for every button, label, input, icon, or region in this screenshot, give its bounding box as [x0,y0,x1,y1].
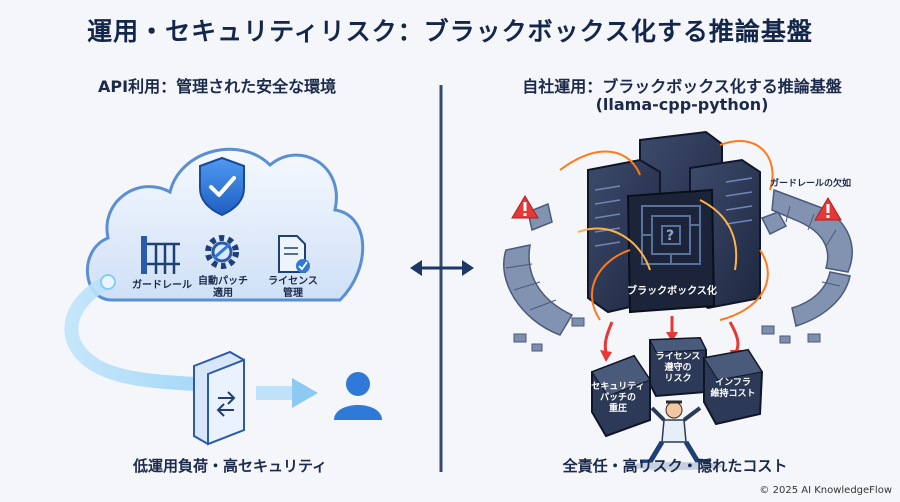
svg-text:?: ? [666,228,674,244]
right-heading: 自社運用：ブラックボックス化する推論基盤 [522,77,842,96]
document-check-icon [278,235,310,273]
burden-label-license: ライセンス 遵守の リスク [655,352,701,384]
warning-icon-left [511,195,539,219]
left-heading: API利用：管理された安全な環境 [98,77,337,96]
page-title: 運用・セキュリティリスク：ブラックボックス化する推論基盤 [87,17,813,46]
wall-brick-lines [505,205,841,311]
burden-block-infra [703,348,764,426]
feature-label-license: ライセンス 管理 [268,276,318,299]
blackbox-front-panel: ? [626,188,716,314]
gear-icon [205,235,239,269]
warning-icon-right [814,197,842,221]
user-icon [334,372,382,420]
blackbox-label: ブラックボックス化 [627,286,717,297]
right-subheading: (llama-cpp-python) [595,95,769,114]
wall-debris [513,317,821,352]
data-flow-beam [64,274,202,391]
spark-effects [559,140,774,321]
left-footer: 低運用負荷・高セキュリティ [132,457,328,475]
right-footer: 全責任・高リスク・隠れたコスト [562,457,788,475]
flow-arrow [256,378,318,408]
feature-label-guardrail: ガードレール [132,280,192,291]
api-gateway-icon [193,350,245,446]
burdened-person-icon [628,400,724,470]
feature-label-autopatch: 自動パッチ 適用 [198,276,248,299]
burden-label-infra: インフラ 維持コスト [710,378,756,399]
copyright: © 2025 AI KnowledgeFlow [759,485,892,496]
burden-block-security [591,354,651,438]
burden-label-security: セキュリティ パッチの 重圧 [591,382,645,414]
shield-icon [199,156,245,217]
guardrail-missing-label: ガードレールの欠如 [770,179,852,189]
gate-icon [141,236,180,274]
center-divider [410,85,474,472]
